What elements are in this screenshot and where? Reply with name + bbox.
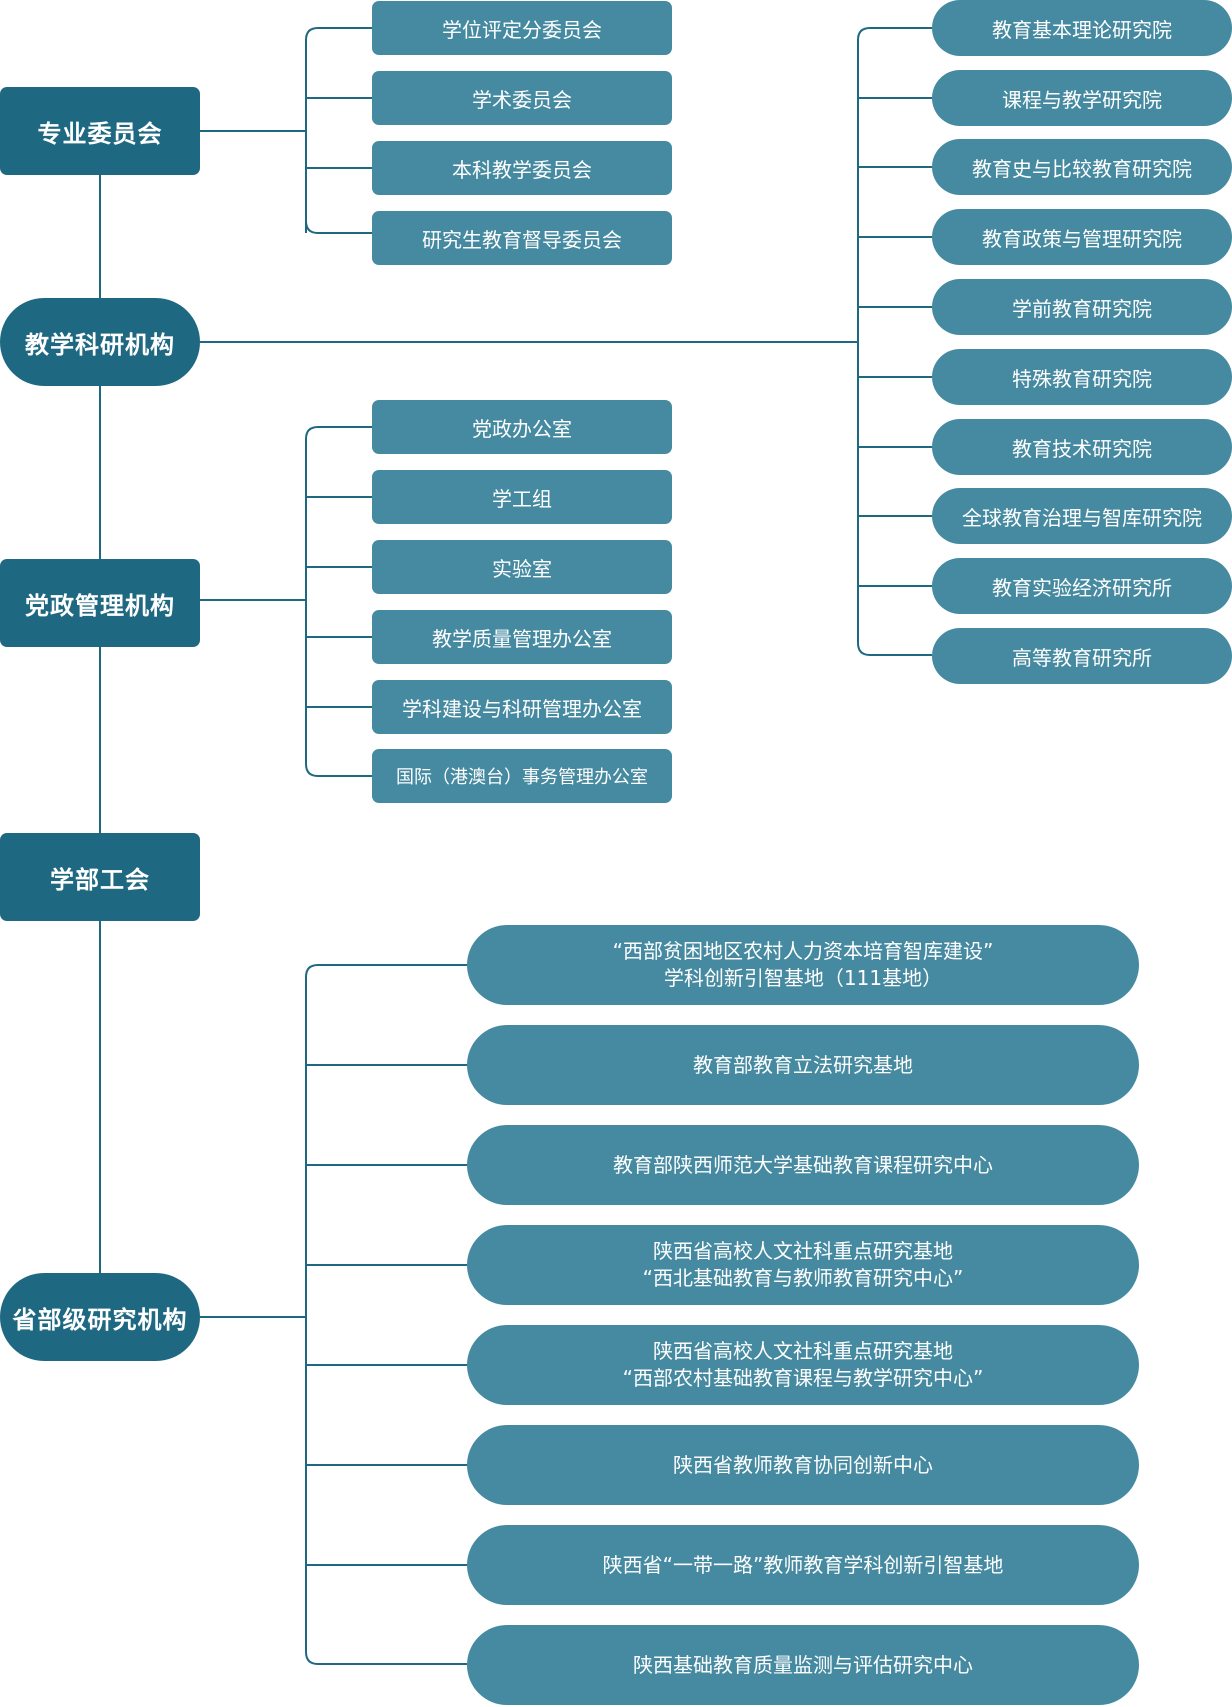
admin-office-node: 教学质量管理办公室 — [372, 610, 672, 664]
institute-node: 教育史与比较教育研究院 — [932, 139, 1232, 195]
main-node-teaching-research: 教学科研机构 — [0, 298, 200, 386]
base-line-1: “西部贫困地区农村人力资本培育智库建设” — [612, 939, 994, 963]
base-line-1: 教育部教育立法研究基地 — [693, 1052, 913, 1077]
institute-node: 高等教育研究所 — [932, 628, 1232, 684]
main-node-party-admin: 党政管理机构 — [0, 559, 200, 647]
base-line-1: 陕西省高校人文社科重点研究基地 — [652, 1339, 953, 1363]
institute-node: 课程与教学研究院 — [932, 70, 1232, 126]
provincial-base-node: 陕西省高校人文社科重点研究基地 “西北基础教育与教师教育研究中心” — [467, 1225, 1139, 1305]
provincial-base-node: 陕西省“一带一路”教师教育学科创新引智基地 — [467, 1525, 1139, 1605]
admin-office-node: 党政办公室 — [372, 400, 672, 454]
provincial-base-node: 陕西省教师教育协同创新中心 — [467, 1425, 1139, 1505]
admin-office-node: 学工组 — [372, 470, 672, 524]
main-node-committees: 专业委员会 — [0, 87, 200, 175]
bracket-institutes — [200, 27, 932, 656]
base-line-2: “西北基础教育与教师教育研究中心” — [642, 1266, 964, 1290]
institute-node: 教育政策与管理研究院 — [932, 209, 1232, 265]
bracket-admin — [200, 426, 372, 777]
admin-office-node: 实验室 — [372, 540, 672, 594]
institute-node: 全球教育治理与智库研究院 — [932, 488, 1232, 544]
base-line-1: 陕西基础教育质量监测与评估研究中心 — [633, 1652, 973, 1677]
committee-node: 学术委员会 — [372, 71, 672, 125]
institute-node: 学前教育研究院 — [932, 279, 1232, 335]
committee-node: 本科教学委员会 — [372, 141, 672, 195]
provincial-base-node: 教育部陕西师范大学基础教育课程研究中心 — [467, 1125, 1139, 1205]
committee-node: 研究生教育督导委员会 — [372, 211, 672, 265]
provincial-base-node: 陕西基础教育质量监测与评估研究中心 — [467, 1625, 1139, 1705]
base-line-1: 陕西省高校人文社科重点研究基地 — [652, 1239, 953, 1263]
provincial-base-node: 陕西省高校人文社科重点研究基地 “西部农村基础教育课程与教学研究中心” — [467, 1325, 1139, 1405]
committee-node: 学位评定分委员会 — [372, 1, 672, 55]
base-line-2: “西部农村基础教育课程与教学研究中心” — [622, 1366, 984, 1390]
base-line-1: 教育部陕西师范大学基础教育课程研究中心 — [613, 1152, 993, 1177]
main-node-provincial-ministerial: 省部级研究机构 — [0, 1273, 200, 1361]
main-node-union: 学部工会 — [0, 833, 200, 921]
bracket-provincial — [200, 964, 467, 1665]
institute-node: 特殊教育研究院 — [932, 349, 1232, 405]
institute-node: 教育实验经济研究所 — [932, 558, 1232, 614]
base-line-1: 陕西省“一带一路”教师教育学科创新引智基地 — [602, 1552, 1004, 1577]
bracket-committees — [200, 27, 372, 234]
institute-node: 教育基本理论研究院 — [932, 0, 1232, 56]
admin-office-node: 学科建设与科研管理办公室 — [372, 680, 672, 734]
base-line-1: 陕西省教师教育协同创新中心 — [673, 1452, 933, 1477]
admin-office-node: 国际（港澳台）事务管理办公室 — [372, 749, 672, 803]
provincial-base-node: 教育部教育立法研究基地 — [467, 1025, 1139, 1105]
provincial-base-node: “西部贫困地区农村人力资本培育智库建设” 学科创新引智基地（111基地） — [467, 925, 1139, 1005]
institute-node: 教育技术研究院 — [932, 419, 1232, 475]
base-line-2: 学科创新引智基地（111基地） — [663, 966, 943, 990]
